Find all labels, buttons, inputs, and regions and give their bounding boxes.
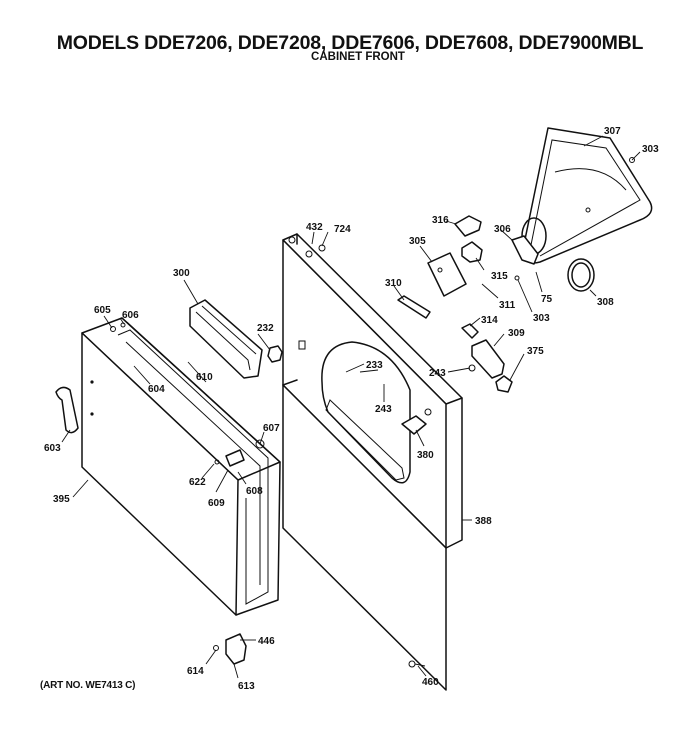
- callout-75: 75: [541, 294, 553, 305]
- callout-232: 232: [257, 323, 274, 334]
- callout-446: 446: [258, 636, 275, 647]
- bracket-part: [454, 215, 482, 237]
- cabinet-front-panel: [282, 233, 463, 691]
- callout-614: 614: [187, 666, 204, 677]
- callout-395: 395: [53, 494, 70, 505]
- callout-243-right: 243: [429, 368, 446, 379]
- page-title: MODELS DDE7206, DDE7208, DDE7606, DDE760…: [56, 32, 644, 54]
- thermostat-bracket: [511, 235, 539, 265]
- small-switch: [461, 323, 479, 339]
- callout-310: 310: [385, 278, 402, 289]
- lower-hinge: [213, 633, 247, 665]
- callout-610: 610: [196, 372, 213, 383]
- callout-724: 724: [334, 224, 351, 235]
- callout-315: 315: [491, 271, 508, 282]
- callout-380: 380: [417, 450, 434, 461]
- art-number: (ART NO. WE7413 C): [40, 680, 136, 691]
- callout-307: 307: [604, 126, 621, 137]
- callout-607: 607: [263, 423, 280, 434]
- callout-460: 460: [422, 677, 439, 688]
- callout-305: 305: [409, 236, 426, 247]
- callout-303: 303: [642, 144, 659, 155]
- callout-603: 603: [44, 443, 61, 454]
- callout-316: 316: [432, 215, 449, 226]
- callout-604: 604: [148, 384, 165, 395]
- callout-303-lower: 303: [533, 313, 550, 324]
- callout-622: 622: [189, 477, 206, 488]
- sensor-part: [461, 241, 483, 263]
- callout-314: 314: [481, 315, 498, 326]
- callout-300: 300: [173, 268, 190, 279]
- door-handle: [55, 386, 79, 434]
- callout-306: 306: [494, 224, 511, 235]
- callout-613: 613: [238, 681, 255, 692]
- callout-309: 309: [508, 328, 525, 339]
- control-panel-housing: [189, 299, 263, 379]
- callout-606: 606: [122, 310, 139, 321]
- callout-labels: 307 303 316 306 432 724 305 315 75 308 3…: [44, 126, 659, 692]
- lamp-part: [495, 375, 513, 393]
- page-subtitle: CABINET FRONT: [311, 51, 405, 63]
- screw-460: [408, 660, 426, 668]
- plate-part: [427, 252, 467, 297]
- callout-243-center: 243: [375, 404, 392, 415]
- door-switch: [471, 339, 505, 379]
- seal-ring: [567, 258, 595, 292]
- door-catch: [401, 408, 432, 435]
- callout-375: 375: [527, 346, 544, 357]
- leader-lines: [61, 135, 641, 679]
- callout-605: 605: [94, 305, 111, 316]
- callout-311: 311: [499, 300, 516, 311]
- callout-609: 609: [208, 498, 225, 509]
- callout-233: 233: [366, 360, 383, 371]
- blower-housing: [521, 127, 653, 264]
- callout-432: 432: [306, 222, 323, 233]
- callout-388: 388: [475, 516, 492, 527]
- callout-608: 608: [246, 486, 263, 497]
- knob-part: [267, 345, 283, 363]
- strip-part: [397, 295, 431, 319]
- callout-308: 308: [597, 297, 614, 308]
